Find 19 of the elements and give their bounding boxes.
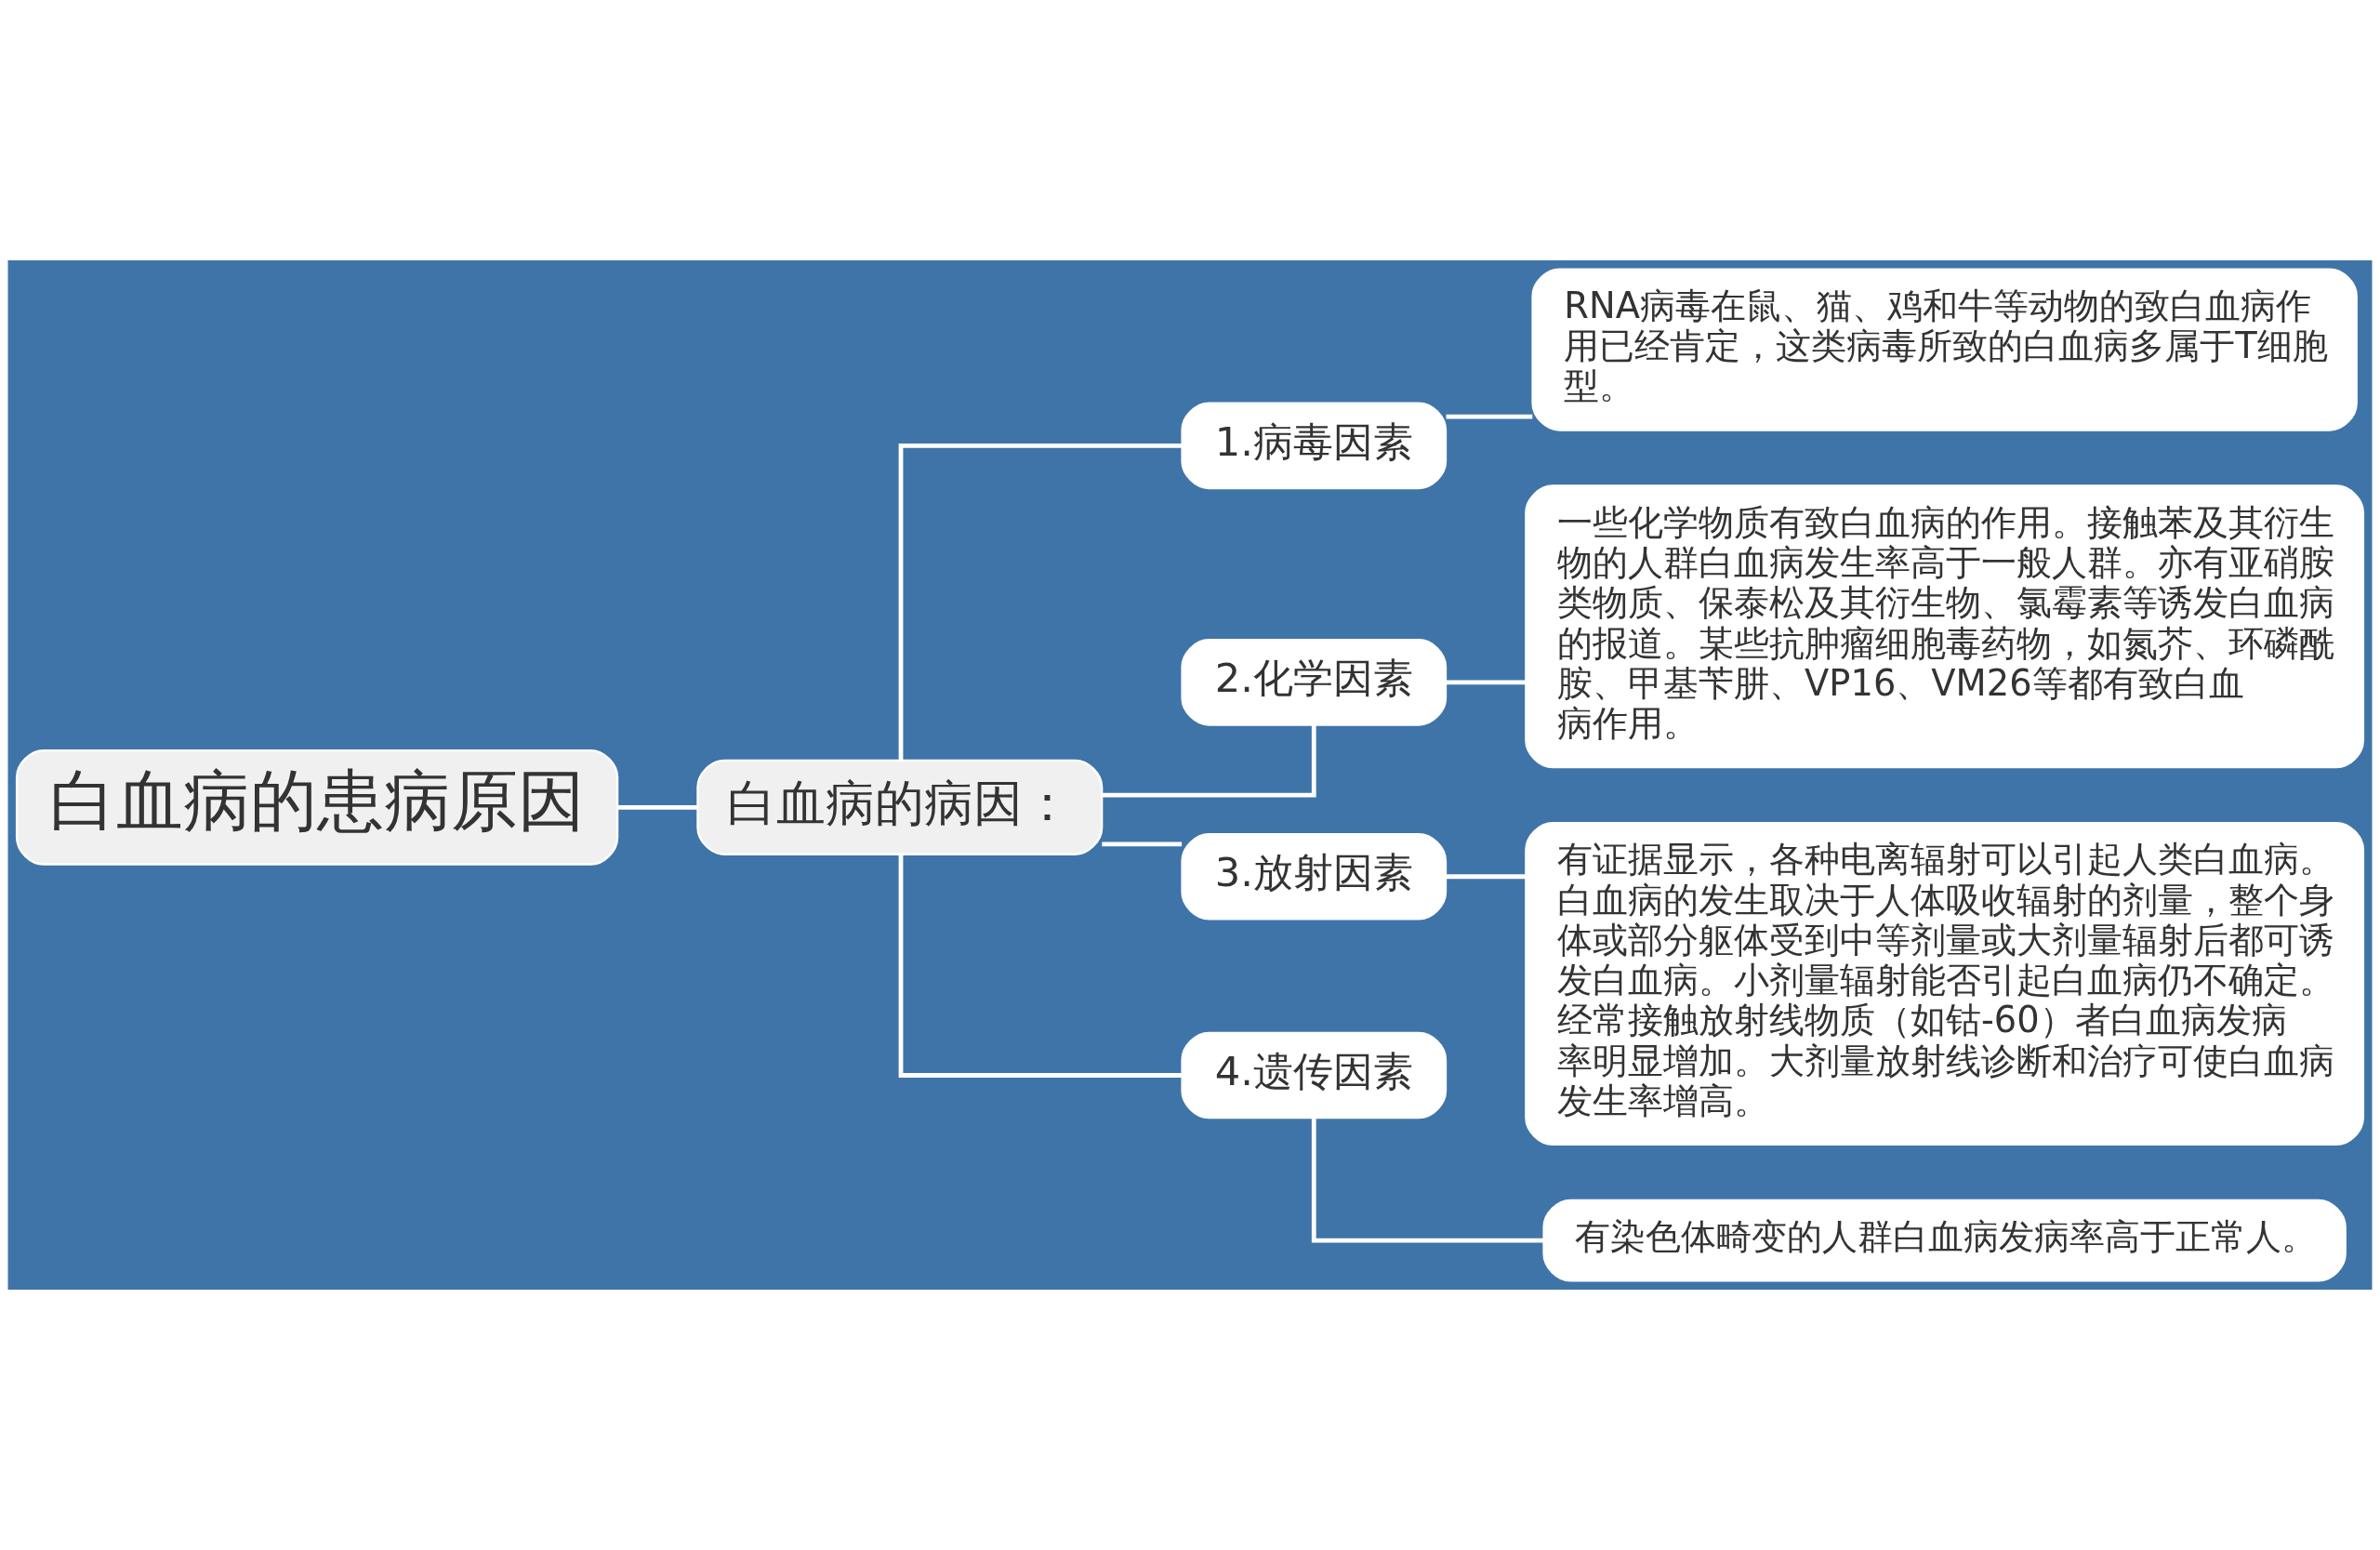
connector xyxy=(1446,414,1533,419)
connector xyxy=(1311,1118,1544,1243)
node-box: 白血病的病因： xyxy=(696,759,1104,855)
connector xyxy=(898,854,1183,1078)
connector xyxy=(1446,874,1526,880)
node-box: 一些化学物质有致白血病的作用。接触苯及其衍生物的人群白血病发生率高于一般人群。亦有亚硝胺类物质、保泰松及其衍生物、氯霉素等诱发白血病的报道。某些抗肿瘤细胞毒药物，如氮芥、环磷酰胺、甲基苄肼、VP16、VM26等都有致白血病作用。 xyxy=(1525,484,2365,769)
node-box: RNA病毒在鼠、猫、鸡和牛等动物的致白血病作用已经肯定，这类病毒所致的白血病多属于T细胞型。 xyxy=(1531,268,2358,431)
connector xyxy=(1102,841,1183,847)
node-box: 有证据显示，各种电离辐射可以引起人类白血病。白血病的发生取决于人体吸收辐射的剂量，整个身体或部分躯体受到中等剂量或大剂量辐射后都可诱发白血病。小剂量辐射能否引起白血病仍不确定。经常接触放射线物质（如钴-60）者白血病发病率明显增加。大剂量放射线诊断和治疗可使白血病发生率增高。 xyxy=(1525,821,2365,1146)
connector xyxy=(1102,724,1316,798)
node-box: 4.遗传因素 xyxy=(1181,1031,1448,1119)
node-box: 有染色体畸变的人群白血病发病率高于正常人。 xyxy=(1542,1199,2347,1282)
node-box: 2.化学因素 xyxy=(1181,639,1448,726)
node-box: 白血病的患病原因 xyxy=(15,749,619,866)
node-box: 1.病毒因素 xyxy=(1181,402,1448,490)
connector xyxy=(1446,680,1526,685)
node-box: 3.放射因素 xyxy=(1181,832,1448,921)
connector xyxy=(617,804,698,810)
connector xyxy=(898,443,1183,761)
